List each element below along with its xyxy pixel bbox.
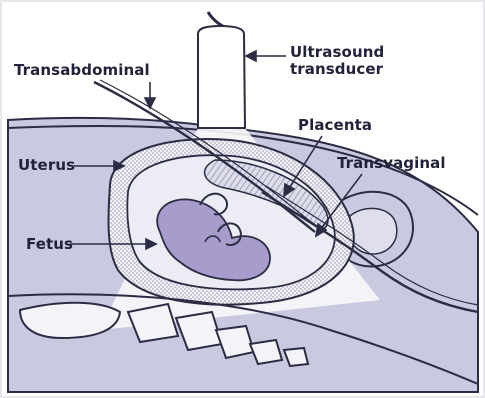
ultrasound-transducer-label-line2: transducer: [290, 61, 384, 78]
bladder-inner: [347, 208, 397, 254]
transvaginal-label: Transvaginal: [337, 155, 446, 171]
ultrasound-transducer-label: Ultrasound transducer: [290, 44, 384, 78]
transabdominal-label: Transabdominal: [14, 62, 150, 78]
placenta-label: Placenta: [298, 117, 372, 133]
ultrasound-transducer: [198, 26, 245, 128]
uterus-label: Uterus: [18, 157, 75, 173]
fetus-label: Fetus: [26, 236, 73, 252]
ultrasound-transducer-label-line1: Ultrasound: [290, 44, 384, 61]
